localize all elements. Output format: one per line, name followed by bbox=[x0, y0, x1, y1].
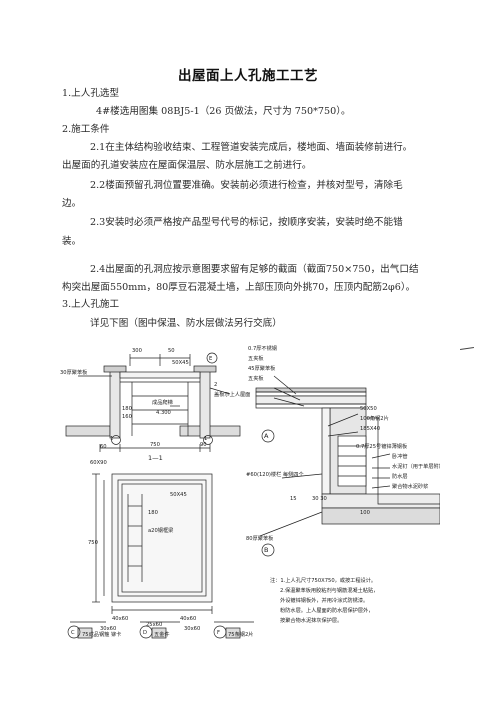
note-line-1: 注：1.上人孔尺寸750X750，或按工程设计。 bbox=[270, 576, 376, 584]
dim-30x60-b: 30x60 bbox=[184, 626, 200, 632]
section-2-2-line-2: 边。 bbox=[62, 198, 82, 209]
note-07b: 0.7厚25号镀锌薄钢板 bbox=[356, 442, 408, 450]
caption-d: 五金件 bbox=[154, 630, 170, 638]
dim-50: 50 bbox=[168, 348, 175, 354]
note-3030: 30 30 bbox=[312, 496, 327, 502]
marker-d: D bbox=[143, 630, 147, 636]
dim-60x90: 60X90 bbox=[90, 460, 107, 466]
note-80: 80厚聚苯板 bbox=[246, 534, 274, 542]
small-details bbox=[70, 621, 254, 639]
note-100b: 100 bbox=[360, 510, 370, 516]
section-label: 1—1 bbox=[148, 454, 163, 462]
dim-25x60: 25x60 bbox=[146, 622, 162, 628]
marker-c: C bbox=[71, 630, 75, 636]
section-2-3-line-1: 2.3安装时必须严格按产品型号代号的标记，按顺序安装，安装时绝不能错 bbox=[90, 217, 403, 228]
note-line-3: 外设镀锌钢板外，并用冷涂式防锈漆。 bbox=[280, 596, 368, 604]
section-2-heading: 2.施工条件 bbox=[62, 124, 110, 135]
inner-50x45: 50X45 bbox=[170, 492, 187, 498]
section-2-4-line-2: 构突出屋面550mm，80厚豆石混凝土墙，上部压顶向外挑70，压顶内配筋2φ6）… bbox=[62, 282, 416, 293]
marker-b: B bbox=[264, 546, 268, 554]
section-2-4-line-1: 2.4出屋面的孔洞应按示意图要求留有足够的截面（截面750×750，出气口结 bbox=[90, 264, 419, 275]
section-1-heading: 1.上人孔选型 bbox=[62, 88, 120, 99]
note-jiancheng: 水泥钉（用于单层附加层） bbox=[392, 462, 440, 470]
note-juhe: 聚合物水泥砂浆 bbox=[392, 482, 428, 490]
note-185: 185X40 bbox=[360, 426, 380, 432]
note-wuju: 五夹板 bbox=[248, 354, 264, 362]
document-title: 出屋面上人孔施工工艺 bbox=[178, 68, 318, 84]
marker-f: F bbox=[217, 630, 220, 636]
dim-300: 300 bbox=[132, 348, 142, 354]
marker-e: E bbox=[209, 356, 212, 362]
note-line-2: 2.保温聚苯板用胶粘剂与钢筋混凝土粘贴， bbox=[280, 586, 378, 594]
plan-view bbox=[92, 473, 213, 614]
note-60120: #60(120)楼栏 每侧四个 bbox=[246, 470, 304, 478]
note-line-5: 按聚合物水泥抹灰保护层。 bbox=[280, 616, 342, 624]
section-3-heading: 3.上人孔施工 bbox=[62, 299, 120, 310]
section-2-1-line-1: 2.1在主体结构验收结束、工程管道安装完成后，楼地面、墙面装修前进行。 bbox=[90, 142, 413, 153]
caption-f: 75条钢2片 bbox=[228, 630, 253, 638]
note-chengpin: 成品爬梯 bbox=[152, 398, 173, 406]
dim-40x60-a: 40x60 bbox=[112, 616, 128, 622]
dim-30x60-a: 30x60 bbox=[100, 626, 116, 632]
section-3-body: 详见下图（图中保温、防水层做法另行交底） bbox=[90, 318, 282, 329]
dim-160: 160 bbox=[122, 414, 132, 420]
note-100: 100角钢2片 bbox=[360, 414, 389, 422]
section-1-1 bbox=[65, 354, 241, 452]
note-youmao: 卧冲管 bbox=[392, 452, 408, 460]
detail-a bbox=[255, 375, 440, 537]
marker-a: A bbox=[264, 432, 269, 440]
label-1: 1 bbox=[110, 436, 113, 442]
section-2-2-line-1: 2.2楼面预留孔洞位置要准确。安装前必须进行检查，并核对型号，清除毛 bbox=[90, 180, 403, 191]
section-2-3-line-2: 装。 bbox=[62, 236, 82, 247]
note-50x50: 50X50 bbox=[360, 406, 377, 412]
note-mubankuang: 30厚聚苯板 bbox=[60, 368, 88, 376]
dim-40x60-b: 40x60 bbox=[180, 616, 196, 622]
section-1-body: 4#楼选用图集 08BJ5-1（26 页做法，尺寸为 750*750）。 bbox=[96, 106, 351, 117]
note-45: 45厚聚苯板 bbox=[248, 364, 276, 372]
dim-50x45: 50X45 bbox=[172, 360, 189, 366]
note-shangren: 盖板示上人屋面 bbox=[214, 390, 250, 398]
label-1b: 1 bbox=[204, 436, 207, 442]
dim-750: 750 bbox=[150, 442, 160, 448]
note-07: 0.7厚不锈钢 bbox=[248, 344, 277, 352]
label-2: 2 bbox=[214, 382, 217, 388]
dim-750-side: 750 bbox=[88, 540, 98, 546]
dim-60: 60 bbox=[100, 444, 107, 450]
caption-c: 75成品钢箍 铆卡 bbox=[82, 630, 121, 638]
edge-mark bbox=[459, 347, 475, 350]
note-kuangjia: a20钢框梁 bbox=[148, 526, 173, 534]
section-2-1-line-2: 出屋面的孔道安装应在屋面保温层、防水层施工之前进行。 bbox=[62, 160, 312, 171]
dim-4300: 4.300 bbox=[156, 410, 171, 416]
note-fangshui: 防水层 bbox=[392, 472, 408, 480]
note-wujia: 五夹板 bbox=[248, 374, 264, 382]
note-15: 15 bbox=[290, 496, 297, 502]
dim-180: 180 bbox=[122, 406, 132, 412]
note-line-4: 粉防水层。上人屋面的防水层保护层外， bbox=[280, 606, 373, 614]
construction-drawing: 300 50 50X45 30厚聚苯板 2 盖板示上人屋面 成品爬梯 4.300… bbox=[60, 344, 440, 639]
inner-180: 180 bbox=[148, 510, 158, 516]
dim-90: 90 bbox=[200, 442, 207, 448]
